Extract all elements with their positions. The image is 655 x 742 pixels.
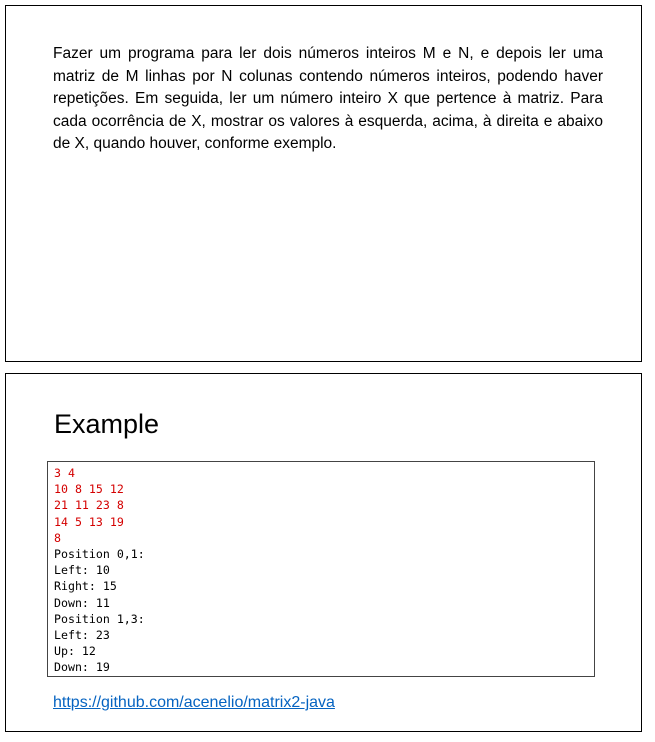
console-output-line: Right: 15: [54, 579, 117, 594]
console-input-line: 3 4: [54, 466, 75, 480]
console-input-line: 21 11 23 8: [54, 498, 124, 513]
problem-statement: Fazer um programa para ler dois números …: [53, 45, 603, 153]
console-output-line: Down: 19: [54, 660, 110, 675]
slide-2: Example 3 4 10 8 15 12 21 11 23 8 14 5 1…: [5, 373, 642, 732]
console-output-line: Position 1,3:: [54, 611, 145, 626]
console-input-line: 10 8 15 12: [54, 482, 124, 497]
github-repo-link[interactable]: https://github.com/acenelio/matrix2-java: [53, 694, 335, 711]
console-input-line: 14 5 13 19: [54, 514, 124, 529]
slide-1: Fazer um programa para ler dois números …: [5, 5, 642, 362]
console-input-line: 8: [54, 530, 61, 545]
example-heading: Example: [54, 409, 160, 439]
console-output-line: Left: 10: [54, 563, 110, 578]
console-output-line: Left: 23: [54, 628, 110, 643]
console-output-line: Down: 11: [54, 595, 110, 610]
console-output-line: Position 0,1:: [54, 547, 145, 562]
console-output-box: 3 4 10 8 15 12 21 11 23 8 14 5 13 19 8 P…: [47, 461, 595, 677]
console-output-line: Up: 12: [54, 644, 96, 659]
